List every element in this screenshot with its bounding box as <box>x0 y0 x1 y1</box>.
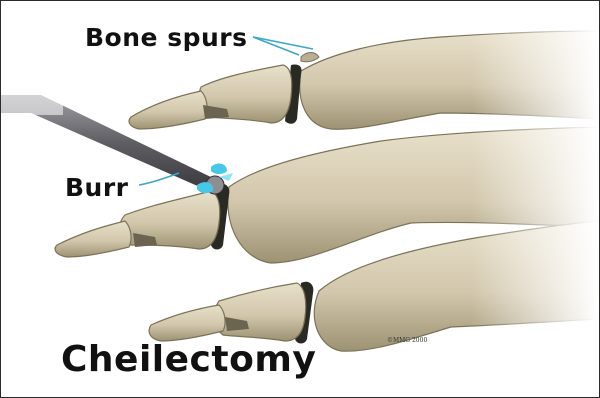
distal-top <box>129 91 207 129</box>
distal-middle <box>55 221 131 257</box>
phalanx-bottom <box>214 283 306 341</box>
distal-bottom <box>149 305 225 341</box>
title-cheilectomy: Cheilectomy <box>61 339 316 380</box>
burr-label: Burr <box>65 173 129 202</box>
fade-overlay <box>471 1 599 397</box>
bone-spurs-label: Bone spurs <box>85 23 247 52</box>
copyright-text: ©MMG 2000 <box>387 337 427 344</box>
bone-spur-marker <box>301 53 319 62</box>
